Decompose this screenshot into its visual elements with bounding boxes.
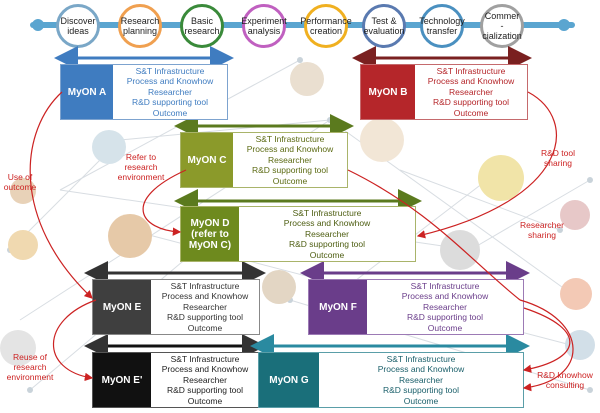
curve-reuse-env (53, 299, 97, 382)
resource-outcome: Outcome (152, 107, 188, 118)
resource-infrastructure: S&T Infrastructure (135, 65, 205, 76)
person-avatar (290, 62, 324, 96)
resource-researcher: Researcher (148, 86, 192, 97)
curve-rd-tool-sharing (416, 91, 557, 239)
person-avatar (560, 278, 592, 310)
resource-list: S&T Infrastructure Process and Knowhow R… (319, 353, 523, 407)
resource-infrastructure: S&T Infrastructure (292, 207, 362, 218)
person-avatar (478, 155, 524, 201)
resource-list: S&T Infrastructure Process and Knowhow R… (151, 353, 259, 407)
resource-tool: R&D supporting tool (432, 97, 510, 108)
annotation-refer-env: Refer to research environment (117, 152, 165, 182)
resource-infrastructure: S&T Infrastructure (386, 353, 456, 364)
annotation-use-of-outcome: Use of outcome (3, 172, 37, 192)
timeline-line (30, 22, 575, 28)
resource-researcher: Researcher (423, 301, 467, 312)
timeline-end-dot (558, 19, 570, 31)
card-label: MyON E (93, 280, 151, 334)
resource-infrastructure: S&T Infrastructure (170, 353, 240, 364)
resource-tool: R&D supporting tool (251, 165, 329, 176)
card-myon-g: MyON G S&T Infrastructure Process and Kn… (258, 352, 524, 408)
resource-process: Process and Knowhow (126, 76, 214, 87)
resource-infrastructure: S&T Infrastructure (170, 280, 240, 291)
person-avatar (92, 130, 126, 164)
resource-tool: R&D supporting tool (166, 385, 244, 396)
resource-outcome: Outcome (187, 395, 223, 406)
resource-infrastructure: S&T Infrastructure (255, 133, 325, 144)
curve-use-of-outcome (29, 91, 93, 299)
resource-outcome: Outcome (403, 395, 439, 406)
person-avatar (360, 118, 404, 162)
resource-process: Process and Knowhow (377, 364, 465, 375)
resource-researcher: Researcher (449, 86, 493, 97)
resource-infrastructure: S&T Infrastructure (410, 280, 480, 291)
resource-list: S&T Infrastructure Process and Knowhow R… (113, 65, 227, 119)
resource-list: S&T Infrastructure Process and Knowhow R… (239, 207, 415, 261)
resource-tool: R&D supporting tool (288, 239, 366, 250)
person-avatar (560, 200, 590, 230)
resource-list: S&T Infrastructure Process and Knowhow R… (151, 280, 259, 334)
curve-c-to-f (347, 169, 521, 301)
card-label: MyON G (259, 353, 319, 407)
resource-researcher: Researcher (268, 154, 312, 165)
person-avatar (108, 214, 152, 258)
resource-outcome: Outcome (272, 175, 308, 186)
resource-tool: R&D supporting tool (166, 312, 244, 323)
stage-performance-creation: Performance creation (300, 4, 352, 48)
resource-process: Process and Knowhow (401, 291, 489, 302)
curve-rd-knowhow (522, 307, 571, 373)
resource-list: S&T Infrastructure Process and Knowhow R… (415, 65, 527, 119)
resource-outcome: Outcome (187, 322, 223, 333)
card-myon-b: MyON B S&T Infrastructure Process and Kn… (360, 64, 528, 120)
resource-outcome: Outcome (427, 322, 463, 333)
card-myon-e: MyON E S&T Infrastructure Process and Kn… (92, 279, 260, 335)
annotation-reuse-env: Reuse of research environment (6, 352, 54, 382)
resource-researcher: Researcher (399, 374, 443, 385)
resource-researcher: Researcher (183, 301, 227, 312)
timeline-start-dot (32, 19, 44, 31)
person-avatar (0, 330, 36, 366)
resource-outcome: Outcome (309, 249, 345, 260)
card-label: MyON C (181, 133, 233, 187)
person-avatar (262, 270, 296, 304)
resource-process: Process and Knowhow (161, 291, 249, 302)
card-label: MyON F (309, 280, 367, 334)
card-label: MyON E' (93, 353, 151, 407)
person-avatar (8, 230, 38, 260)
resource-researcher: Researcher (183, 374, 227, 385)
curve-refer-env (142, 169, 187, 236)
resource-list: S&T Infrastructure Process and Knowhow R… (367, 280, 523, 334)
annotation-rd-knowhow: R&D knowhow consulting (537, 370, 593, 390)
annotation-researcher-sharing: Researcher sharing (520, 220, 564, 240)
stage-basic-research: Basic research (180, 4, 224, 48)
stage-experiment-analysis: Experiment analysis (241, 4, 287, 48)
card-myon-e-prime: MyON E' S&T Infrastructure Process and K… (92, 352, 260, 408)
resource-process: Process and Knowhow (161, 364, 249, 375)
curve-researcher-sharing (519, 299, 574, 392)
resource-process: Process and Knowhow (427, 76, 515, 87)
stage-test-evaluation: Test & evaluation (362, 4, 406, 48)
card-myon-a: MyON A S&T Infrastructure Process and Kn… (60, 64, 228, 120)
resource-tool: R&D supporting tool (131, 97, 209, 108)
resource-researcher: Researcher (305, 228, 349, 239)
resource-process: Process and Knowhow (246, 144, 334, 155)
card-label: MyON A (61, 65, 113, 119)
resource-tool: R&D supporting tool (382, 385, 460, 396)
annotation-rd-tool-sharing: R&D tool sharing (540, 148, 575, 168)
resource-list: S&T Infrastructure Process and Knowhow R… (233, 133, 347, 187)
card-myon-c: MyON C S&T Infrastructure Process and Kn… (180, 132, 348, 188)
card-myon-d: MyON D (refer to MyON C) S&T Infrastruct… (180, 206, 416, 262)
card-myon-f: MyON F S&T Infrastructure Process and Kn… (308, 279, 524, 335)
card-label: MyON D (refer to MyON C) (181, 207, 239, 261)
resource-outcome: Outcome (453, 107, 489, 118)
card-label: MyON B (361, 65, 415, 119)
resource-infrastructure: S&T Infrastructure (436, 65, 506, 76)
resource-tool: R&D supporting tool (406, 312, 484, 323)
resource-process: Process and Knowhow (283, 218, 371, 229)
